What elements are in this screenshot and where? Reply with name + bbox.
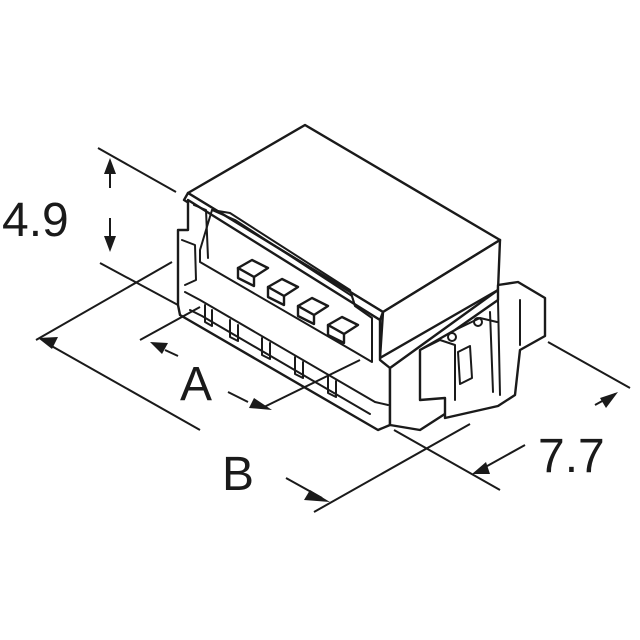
arrowhead-right-icon (304, 490, 330, 502)
height-label: 4.9 (2, 194, 69, 247)
arrowhead-left-icon (472, 462, 490, 474)
contact-pin (326, 315, 360, 345)
height-dimension: 4.9 (2, 147, 179, 306)
arrowhead-right-icon (249, 398, 272, 410)
arrowhead-left-icon (150, 342, 168, 354)
overall-width-dimension: B (35, 261, 471, 513)
depth-label: 7.7 (538, 430, 605, 483)
arrowhead-right-icon (600, 392, 618, 408)
pitch-span-dimension: A (139, 306, 361, 411)
contact-pins (236, 258, 360, 345)
arrowhead-down-icon (104, 236, 116, 252)
overall-width-label: B (222, 448, 254, 501)
arrowhead-up-icon (104, 158, 116, 174)
contact-pin (266, 277, 300, 307)
connector-body (176, 123, 547, 432)
depth-dimension: 7.7 (393, 341, 631, 491)
arrowhead-left-icon (38, 337, 58, 349)
pitch-span-label: A (180, 358, 212, 411)
contact-pin (296, 296, 330, 326)
contact-pin (236, 258, 270, 288)
